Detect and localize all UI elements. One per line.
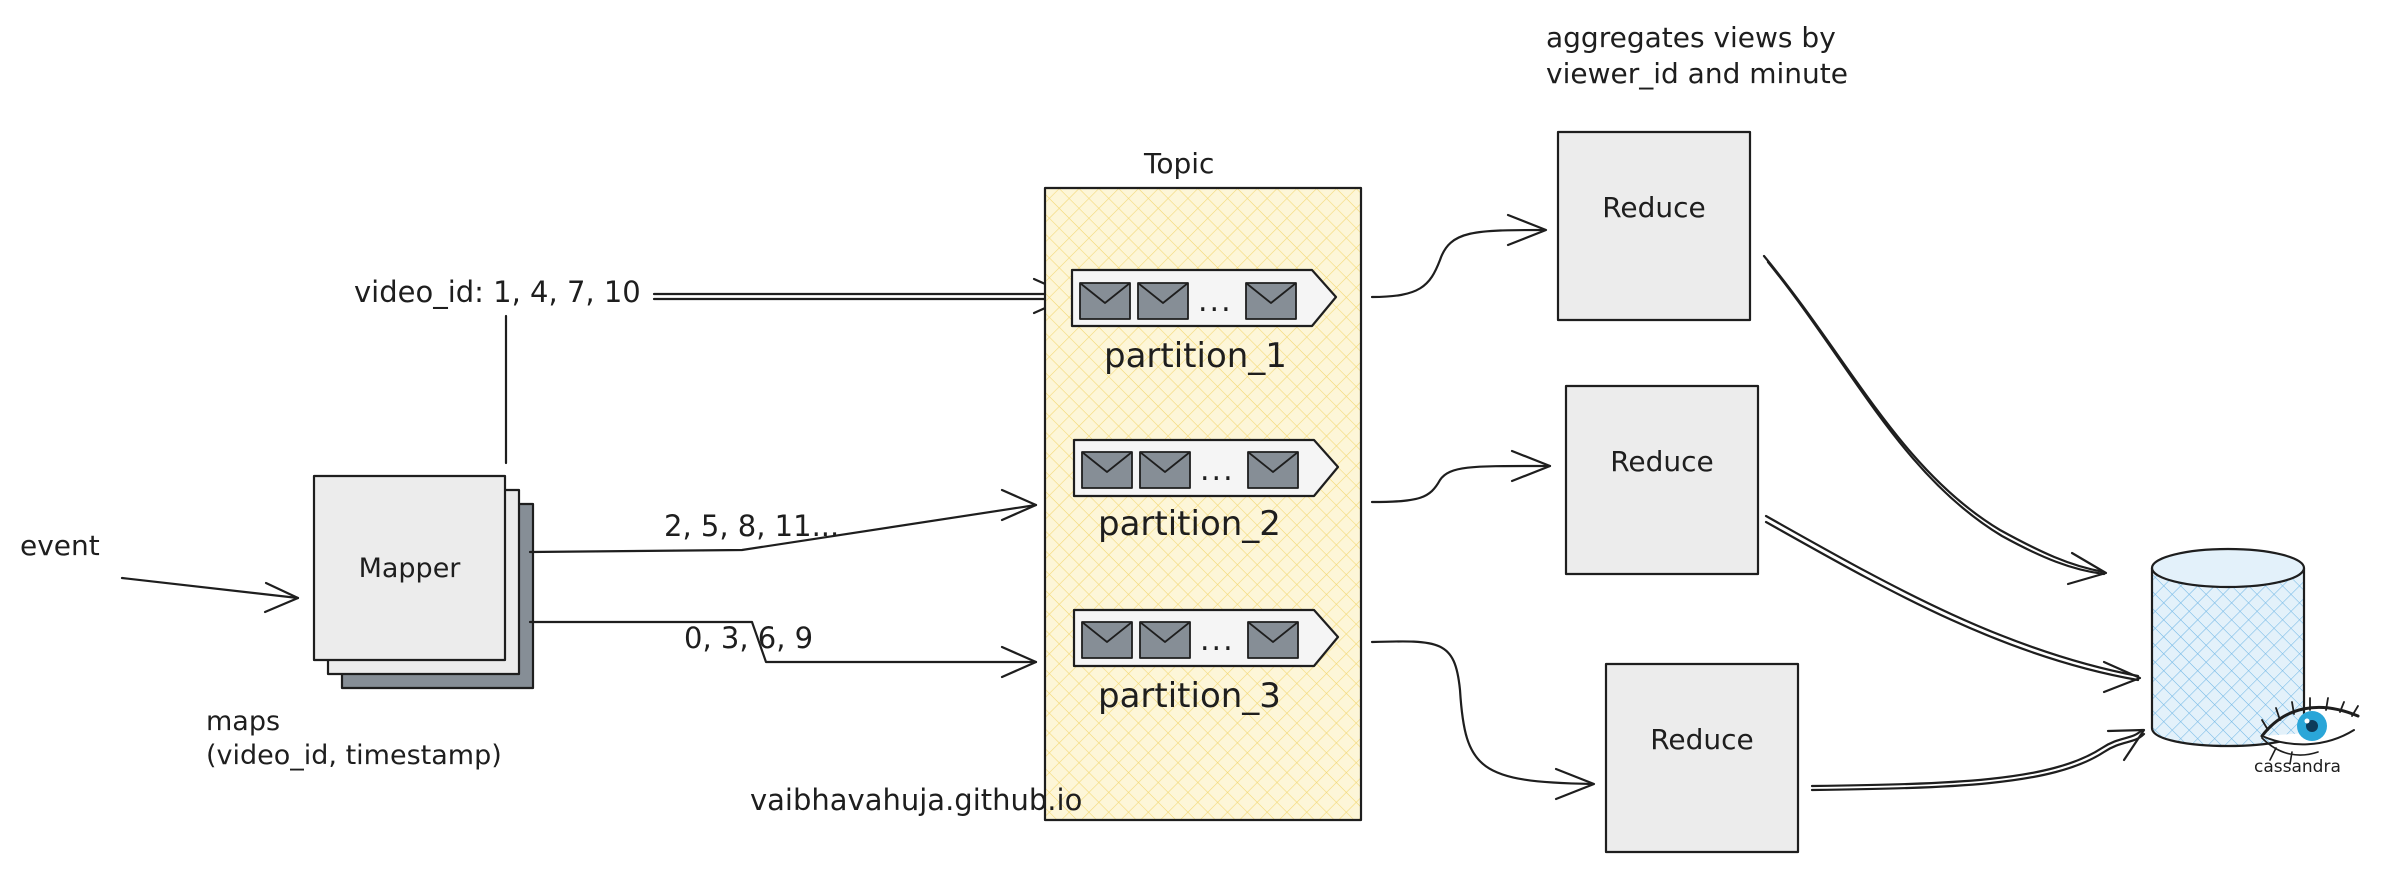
reduce3-to-db-arrow xyxy=(1810,728,2146,792)
watermark-label: vaibhavahuja.github.io xyxy=(750,783,1083,817)
event-label: event xyxy=(20,529,100,562)
route1-label: video_id: 1, 4, 7, 10 xyxy=(354,274,641,312)
envelope-icon xyxy=(1079,282,1131,320)
partition3-to-reduce3-arrow xyxy=(1370,640,1596,801)
database-cylinder-icon xyxy=(2150,547,2306,748)
partition-1-messages xyxy=(1079,282,1297,320)
partition-1-label: partition_1 xyxy=(1104,336,1287,376)
envelope-icon xyxy=(1139,451,1191,489)
route3-arrow xyxy=(528,620,1038,679)
reduce-3-label: Reduce xyxy=(1650,722,1754,756)
mapper-box xyxy=(312,474,535,690)
envelope-icon xyxy=(1081,451,1133,489)
partition-2-messages xyxy=(1081,451,1299,489)
mapper-label: Mapper xyxy=(358,552,461,584)
envelope-icon xyxy=(1247,621,1299,659)
reduce-3-box xyxy=(1604,662,1800,854)
route3-label: 0, 3, 6, 9 xyxy=(684,621,814,655)
route2-label: 2, 5, 8, 11... xyxy=(664,509,840,543)
route1-arrow xyxy=(652,277,1074,315)
reduce-1-label: Reduce xyxy=(1602,190,1706,224)
envelope-icon xyxy=(1247,451,1299,489)
cassandra-label: cassandra xyxy=(2254,757,2341,777)
maps-label-line2: (video_id, timestamp) xyxy=(206,740,502,771)
envelope-icon xyxy=(1137,282,1189,320)
envelope-icon xyxy=(1081,621,1133,659)
partition-3-label: partition_3 xyxy=(1098,676,1281,716)
reduce-2-label: Reduce xyxy=(1610,444,1714,478)
reduce1-to-db-arrow xyxy=(1762,254,2108,586)
partition-3-ellipsis: ... xyxy=(1200,623,1235,658)
envelope-icon xyxy=(1245,282,1297,320)
partition-2-label: partition_2 xyxy=(1098,504,1281,544)
reduce-2-box xyxy=(1564,384,1760,576)
reduce-note-line1: aggregates views by xyxy=(1546,21,1836,54)
partition-2-ellipsis: ... xyxy=(1200,453,1235,488)
cassandra-eye-icon xyxy=(2260,697,2360,765)
envelope-icon xyxy=(1139,621,1191,659)
event-arrow xyxy=(120,576,300,614)
partition2-to-reduce2-arrow xyxy=(1370,449,1552,504)
topic-label: Topic xyxy=(1144,147,1215,180)
partition-1-ellipsis: ... xyxy=(1198,284,1233,319)
reduce-1-box xyxy=(1556,130,1752,322)
reduce-note-line2: viewer_id and minute xyxy=(1546,57,1848,90)
reduce2-to-db-arrow xyxy=(1764,514,2142,694)
partition1-to-reduce1-arrow xyxy=(1370,213,1548,299)
maps-label-line1: maps xyxy=(206,706,281,737)
partition-3-messages xyxy=(1081,621,1299,659)
route2-arrow xyxy=(528,488,1038,554)
